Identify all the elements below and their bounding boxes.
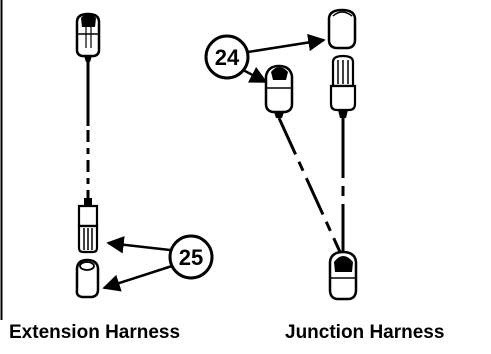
- callout-25-arrow-upper: [106, 236, 171, 254]
- junction-bottom-connector: [328, 250, 358, 301]
- extension-harness: [75, 12, 101, 299]
- junction-wire-left: [277, 117, 342, 253]
- callout-25: 25: [102, 234, 214, 292]
- callout-24-arrow-lower: [242, 66, 268, 84]
- extension-harness-caption: Extension Harness: [9, 322, 181, 343]
- junction-left-connector: [264, 64, 294, 118]
- callout-25-arrow-lower: [102, 264, 173, 292]
- callout-24: 24: [204, 33, 326, 84]
- junction-harness: [264, 8, 358, 301]
- extension-cap: [75, 258, 100, 299]
- junction-top-cap: [327, 8, 357, 50]
- callout-24-arrow-upper: [247, 33, 326, 54]
- junction-harness-caption: Junction Harness: [285, 322, 445, 343]
- callout-24-label: 24: [215, 45, 240, 70]
- extension-top-connector: [75, 12, 101, 62]
- extension-bottom-connector: [77, 198, 99, 254]
- junction-right-connector: [329, 54, 357, 118]
- callout-25-label: 25: [179, 245, 203, 270]
